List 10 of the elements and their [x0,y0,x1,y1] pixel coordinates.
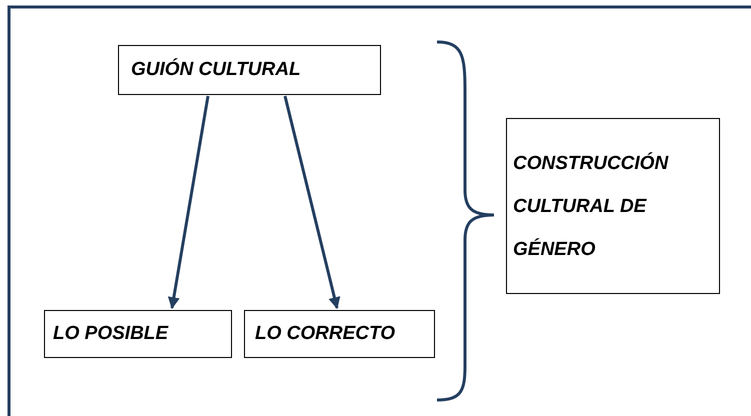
box-label: LO POSIBLE [53,323,168,345]
text-box [118,45,381,95]
box-label: CONSTRUCCIÓN CULTURAL DE GÉNERO [513,151,670,262]
arrow [168,96,210,310]
box-label: GUIÓN CULTURAL [131,59,301,81]
arrow [284,96,340,310]
text-box [506,118,720,294]
box-label: LO CORRECTO [255,323,396,345]
text-box [244,310,435,358]
text-box [44,310,232,358]
